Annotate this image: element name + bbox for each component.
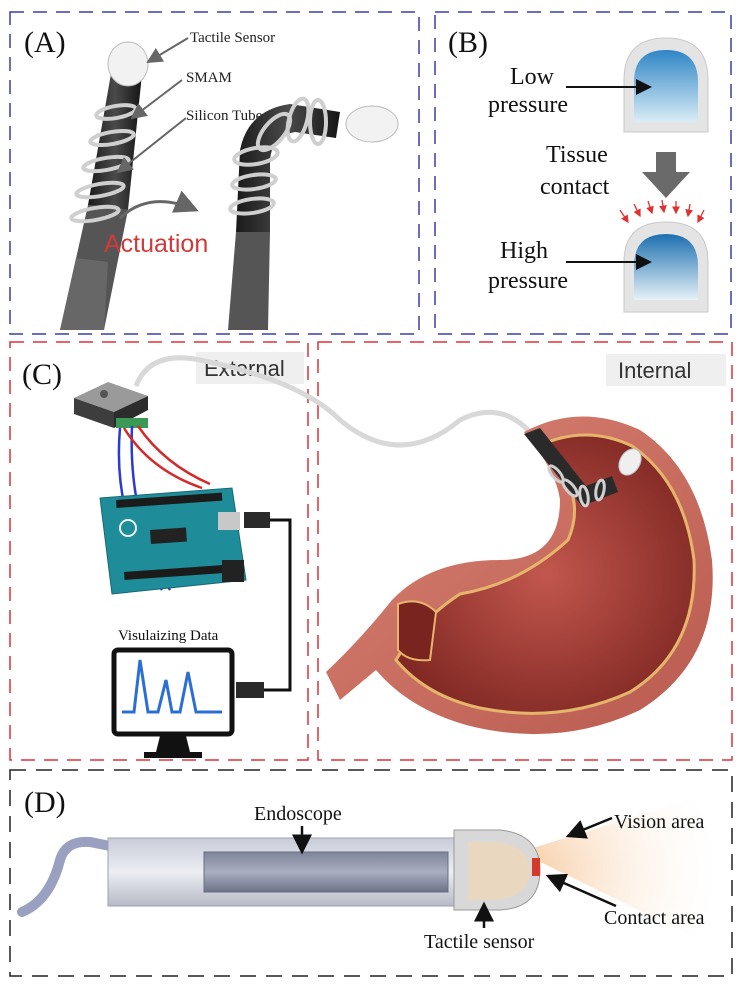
pressure-sensor-board xyxy=(74,382,148,428)
bent-endoscope xyxy=(228,96,399,330)
panel-b-frame xyxy=(434,11,732,335)
actuation-arrow xyxy=(118,190,199,220)
low-pressure-line2: pressure xyxy=(488,92,568,118)
tissue-line2: contact xyxy=(540,174,610,200)
contact-area-label: Contact area xyxy=(604,907,705,929)
endoscope-in-stomach xyxy=(524,428,642,508)
pointer-silicon-tube xyxy=(116,117,187,174)
sensor-dome xyxy=(468,842,530,900)
panel-c-label: (C) xyxy=(22,358,62,391)
usb-plug-board xyxy=(244,512,270,528)
vision-area-arrow xyxy=(565,816,613,839)
smam-label: SMAM xyxy=(186,70,232,86)
tissue-contact-arrow xyxy=(642,152,690,198)
low-pressure-line1: Low xyxy=(510,64,555,90)
endoscope-label: Endoscope xyxy=(254,803,342,825)
panel-b-label: (B) xyxy=(448,26,488,59)
arduino-board xyxy=(99,487,247,595)
panel-d-label: (D) xyxy=(24,786,66,819)
stomach-illustration xyxy=(326,416,713,735)
panel-c-external-frame xyxy=(9,341,309,761)
data-waveform xyxy=(122,659,222,714)
panel-d-frame xyxy=(9,769,733,977)
endoscope-core xyxy=(203,851,449,893)
silicon-tube-label: Silicon Tube xyxy=(186,108,263,124)
contact-area-arrow xyxy=(545,873,617,908)
pressure-arrows xyxy=(619,199,705,224)
tactile-sensor-label: Tactile Sensor xyxy=(190,30,275,46)
external-tag-bg xyxy=(196,352,304,384)
tactile-sensor-d-label: Tactile sensor xyxy=(424,931,535,953)
actuation-label: Actuation xyxy=(104,230,208,258)
straight-endoscope xyxy=(60,41,149,330)
contact-area-mark xyxy=(532,858,540,876)
vision-area-glow xyxy=(520,790,720,950)
usb-plug-monitor xyxy=(236,682,264,698)
sensor-cable xyxy=(133,355,532,448)
pointer-smam xyxy=(130,79,183,120)
tissue-line1: Tissue xyxy=(546,142,608,168)
monitor xyxy=(111,647,235,758)
internal-tag: Internal xyxy=(618,358,691,383)
usb-cable xyxy=(244,518,292,692)
high-pressure-line2: pressure xyxy=(488,268,568,294)
visualizing-data-label: Visulaizing Data xyxy=(118,628,219,644)
internal-tag-bg xyxy=(606,354,726,386)
high-pressure-line1: High xyxy=(500,238,548,264)
panel-c-internal-frame xyxy=(317,341,733,761)
vision-area-label: Vision area xyxy=(614,811,705,833)
panel-a-label: (A) xyxy=(24,26,66,59)
low-pressure-dome xyxy=(623,37,709,133)
pointer-tactile-sensor xyxy=(146,37,189,64)
high-pressure-dome xyxy=(623,221,709,313)
panel-a-frame xyxy=(9,11,420,335)
